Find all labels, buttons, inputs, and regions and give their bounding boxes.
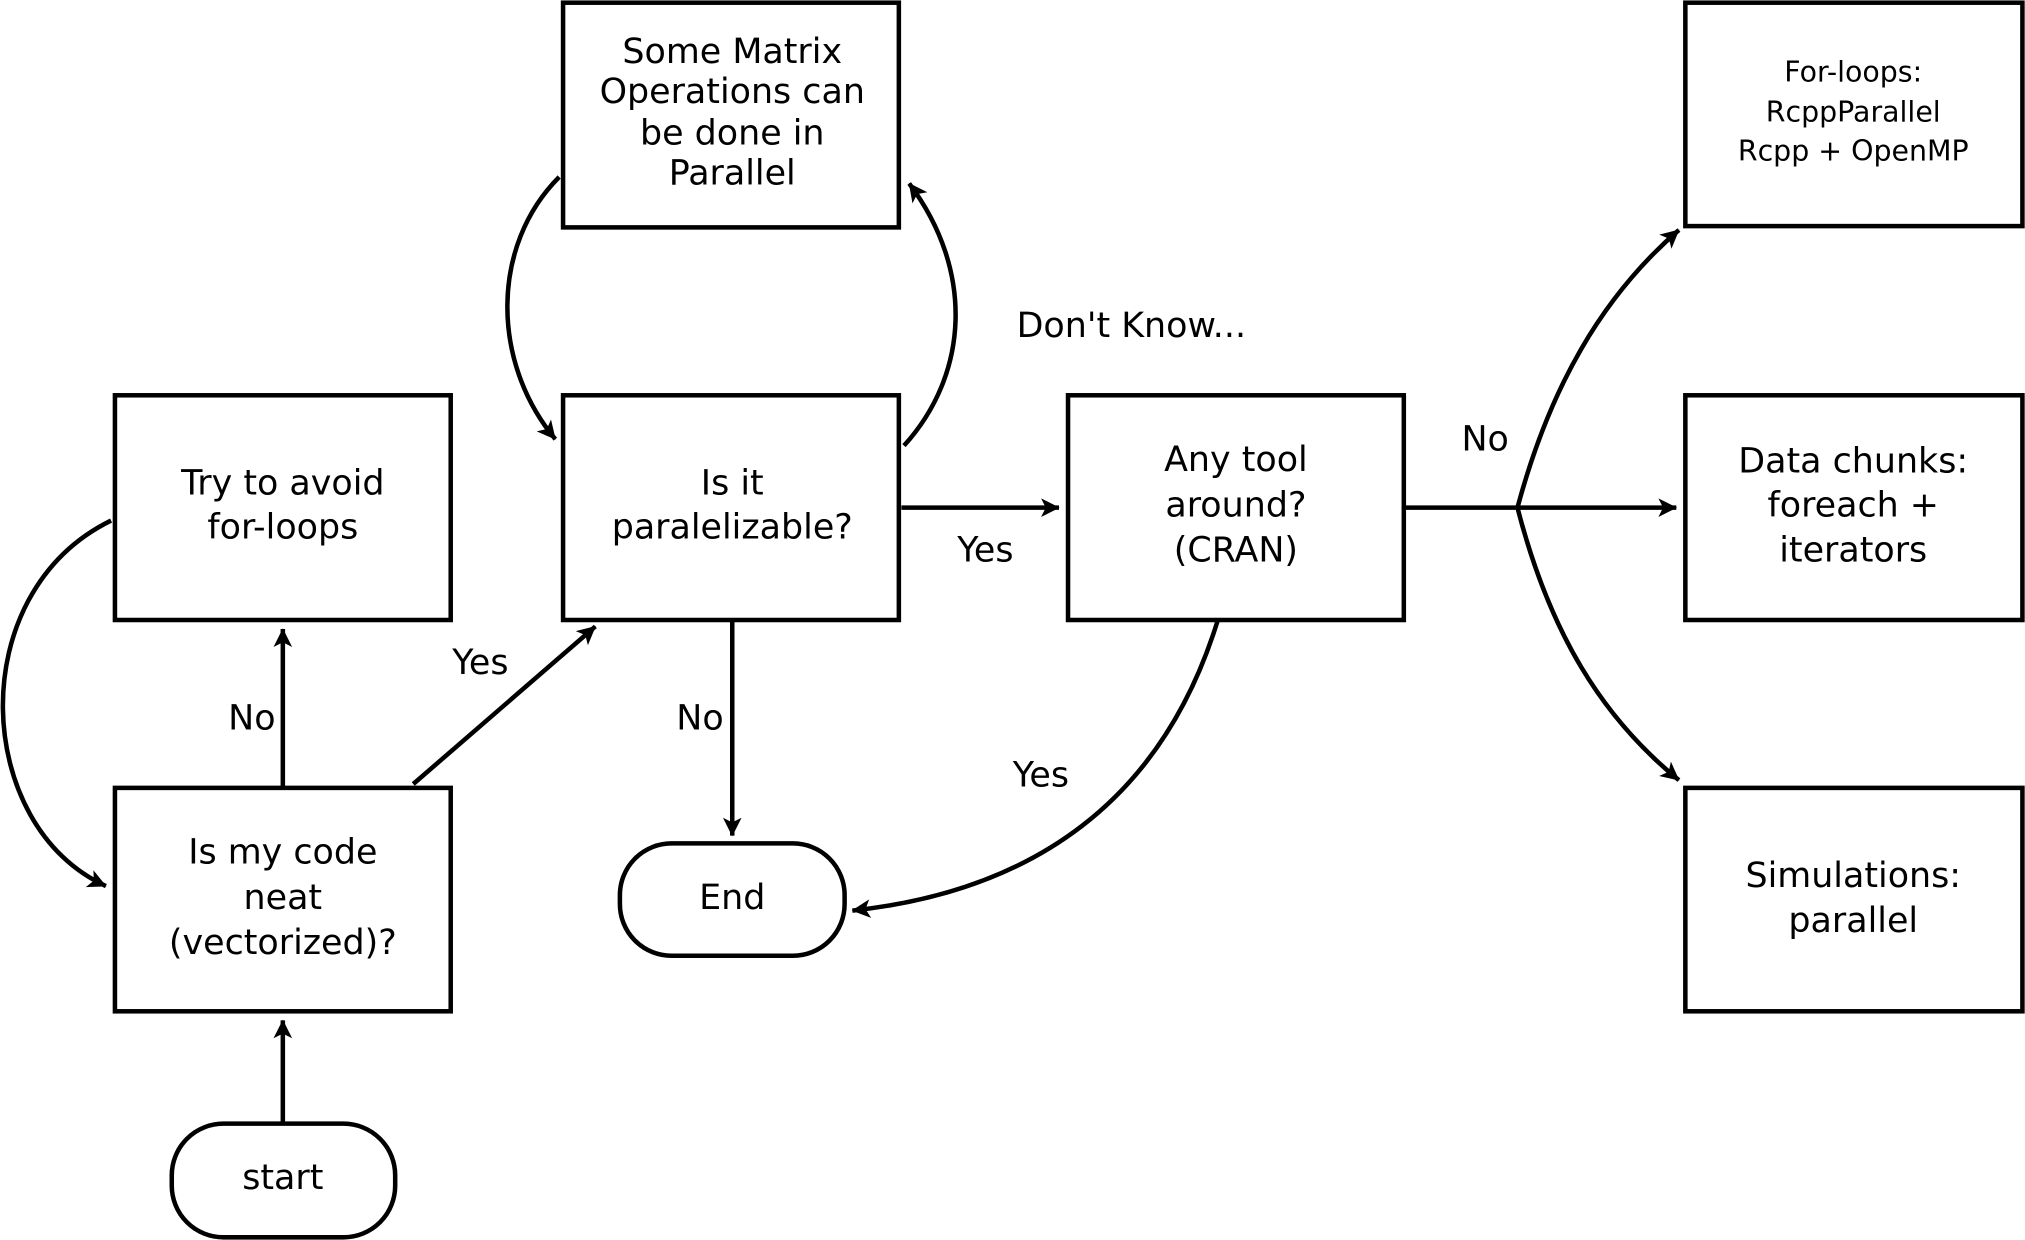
edge-label-code-yes: Yes [451,643,508,683]
node-label: (CRAN) [1174,531,1298,571]
node-any-tool: Any tool around? (CRAN) [1065,393,1407,623]
node-label: For-loops: [1784,56,1922,89]
node-label: foreach + [1767,485,1939,525]
node-end: End [617,841,847,959]
edges [0,175,1681,1124]
node-data-chunks: Data chunks: foreach + iterators [1683,393,2025,623]
node-label: Is it [701,463,764,503]
edge-to-for-loops [1515,228,1681,509]
node-start-label: start [242,1158,323,1198]
edge-matrix-to-paral [505,175,561,441]
node-start: start [169,1121,398,1240]
node-label: be done in [640,113,825,153]
node-simulations: Simulations: parallel [1683,785,2025,1014]
node-avoid-loops: Try to avoid for-loops [112,393,453,623]
node-label: iterators [1779,531,1927,571]
edge-avoid-to-code [0,518,113,889]
node-label: Some Matrix [622,32,842,72]
edge-label-code-no: No [228,698,275,738]
edge-label-paral-yes: Yes [956,531,1013,571]
edge-to-simulations [1515,507,1681,782]
node-label: Parallel [669,153,796,193]
node-matrix-ops: Some Matrix Operations can be done in Pa… [560,0,902,230]
node-label: Is my code [188,833,377,873]
node-for-loops: For-loops: RcppParallel Rcpp + OpenMP [1683,0,2025,229]
node-label: Rcpp + OpenMP [1738,134,1969,167]
node-label: parallel [1788,901,1918,941]
node-label: Operations can [600,72,865,112]
node-parallelizable: Is it paralelizable? [560,393,902,623]
node-label: Try to avoid [180,463,384,503]
node-label: neat [244,878,323,918]
node-label: for-loops [207,507,358,547]
node-code-check: Is my code neat (vectorized)? [112,785,453,1014]
node-label: Data chunks: [1738,441,1968,481]
node-label: (vectorized)? [169,923,397,963]
edge-paral-to-matrix [902,182,958,448]
edge-label-paral-no: No [676,698,723,738]
node-label: Any tool [1164,440,1308,480]
edge-code-to-paral [411,624,597,786]
edge-tool-to-end [851,619,1221,918]
node-end-label: End [699,878,765,918]
edge-label-tool-yes: Yes [1012,755,1069,795]
node-label: Simulations: [1745,856,1961,896]
edge-label-dont-know: Don't Know... [1017,306,1246,346]
node-label: around? [1165,485,1306,525]
node-label: RcppParallel [1766,96,1941,129]
node-label: paralelizable? [612,507,853,547]
edge-label-tool-no: No [1461,419,1508,459]
